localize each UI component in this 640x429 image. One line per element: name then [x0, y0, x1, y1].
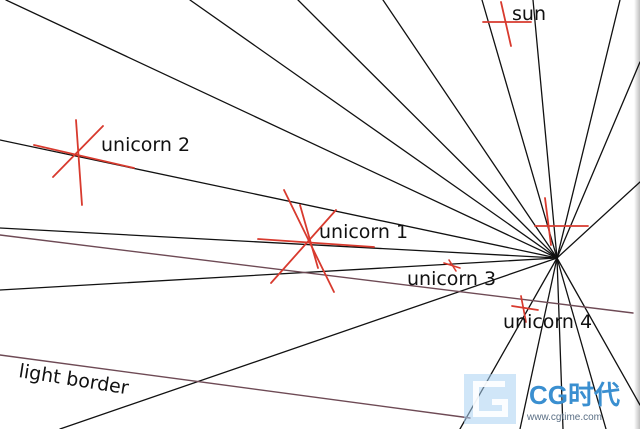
label-unicorn-2: unicorn 2 [101, 134, 190, 156]
label-unicorn-4: unicorn 4 [503, 311, 592, 333]
light-border-line [0, 354, 471, 419]
ray-line [297, 0, 558, 259]
horizon-lines [0, 234, 634, 419]
ray-line [556, 61, 640, 259]
marker-unicorn-1 [257, 238, 375, 248]
ray-line [59, 257, 558, 429]
marker-sun [500, 1, 512, 47]
watermark-url: www.cgtime.com [526, 412, 602, 423]
marker-unicorn-3 [448, 259, 457, 272]
ray-line [5, 0, 558, 259]
ray-line [189, 0, 558, 259]
marker-unicorn-2 [33, 144, 135, 169]
watermark-logo-glyph [473, 381, 508, 417]
label-unicorn-3: unicorn 3 [407, 268, 496, 290]
horizon-line [0, 234, 634, 314]
ray-line [556, 181, 640, 259]
ray-line [532, 0, 558, 259]
ray-line [0, 227, 558, 259]
ray-line [519, 257, 558, 429]
watermark-logo: CG时代 www.cgtime.com [464, 374, 620, 424]
label-sun: sun [512, 3, 546, 25]
label-light-border: light border [17, 360, 130, 399]
marker-unicorn-2 [75, 119, 83, 206]
marker-unicorn-4 [511, 305, 539, 311]
marker-unicorn-1 [299, 204, 319, 269]
ray-line [556, 257, 564, 429]
marker-vanishing-point [544, 197, 552, 246]
object-markers [33, 1, 589, 323]
ray-line [556, 257, 640, 406]
marker-unicorn-2 [52, 125, 104, 178]
marker-unicorn-4 [520, 295, 527, 323]
marker-unicorn-1 [270, 209, 337, 284]
ray-line [0, 139, 558, 259]
ray-line [382, 0, 558, 259]
watermark-brand: CG时代 [529, 380, 620, 410]
ray-line [556, 257, 607, 429]
ray-line [481, 0, 558, 259]
label-unicorn-1: unicorn 1 [319, 221, 408, 243]
ray-line [556, 0, 621, 259]
